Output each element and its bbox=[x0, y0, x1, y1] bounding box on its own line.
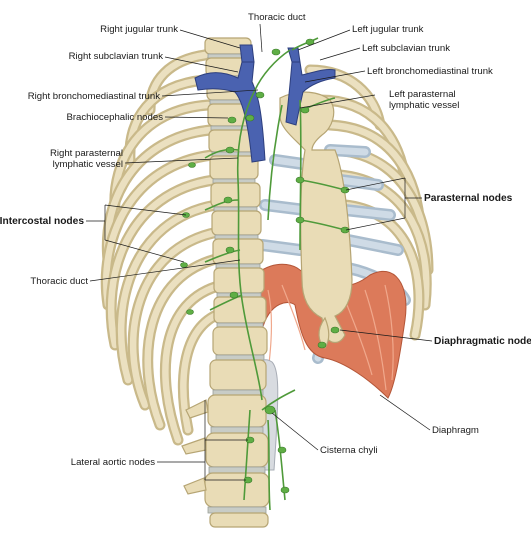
label-parasternal-nodes: Parasternal nodes bbox=[424, 193, 513, 204]
label-diaphragmatic-nodes: Diaphragmatic nodes bbox=[434, 336, 531, 347]
label-right-bronchomediastinal-trunk: Right bronchomediastinal trunk bbox=[28, 91, 160, 102]
label-left-subclavian-trunk: Left subclavian trunk bbox=[362, 43, 450, 54]
label-thoracic-duct-top: Thoracic duct bbox=[248, 12, 306, 23]
great-veins bbox=[194, 44, 336, 163]
label-left-jugular-trunk: Left jugular trunk bbox=[352, 24, 424, 35]
label-left-parasternal-line1: Left parasternal bbox=[389, 89, 456, 100]
label-right-parasternal-line1: Right parasternal bbox=[50, 148, 123, 159]
label-lateral-aortic-nodes: Lateral aortic nodes bbox=[71, 457, 155, 468]
label-left-parasternal-line2: lymphatic vessel bbox=[389, 100, 459, 111]
label-cisterna-chyli: Cisterna chyli bbox=[320, 445, 378, 456]
label-right-parasternal-line2: lymphatic vessel bbox=[53, 159, 123, 170]
right-ribs bbox=[100, 49, 230, 446]
labels: Thoracic duct Right jugular trunk Left j… bbox=[0, 12, 531, 468]
leader-lines bbox=[86, 23, 433, 481]
label-right-jugular-trunk: Right jugular trunk bbox=[100, 24, 178, 35]
label-right-subclavian-trunk: Right subclavian trunk bbox=[69, 51, 164, 62]
label-brachiocephalic-nodes: Brachiocephalic nodes bbox=[66, 112, 163, 123]
rib-cage-illustration bbox=[100, 37, 434, 528]
label-left-bronchomediastinal-trunk: Left bronchomediastinal trunk bbox=[367, 66, 493, 77]
label-thoracic-duct-lower: Thoracic duct bbox=[30, 276, 88, 287]
label-intercostal-nodes: Intercostal nodes bbox=[0, 216, 84, 227]
label-diaphragm: Diaphragm bbox=[432, 425, 479, 436]
